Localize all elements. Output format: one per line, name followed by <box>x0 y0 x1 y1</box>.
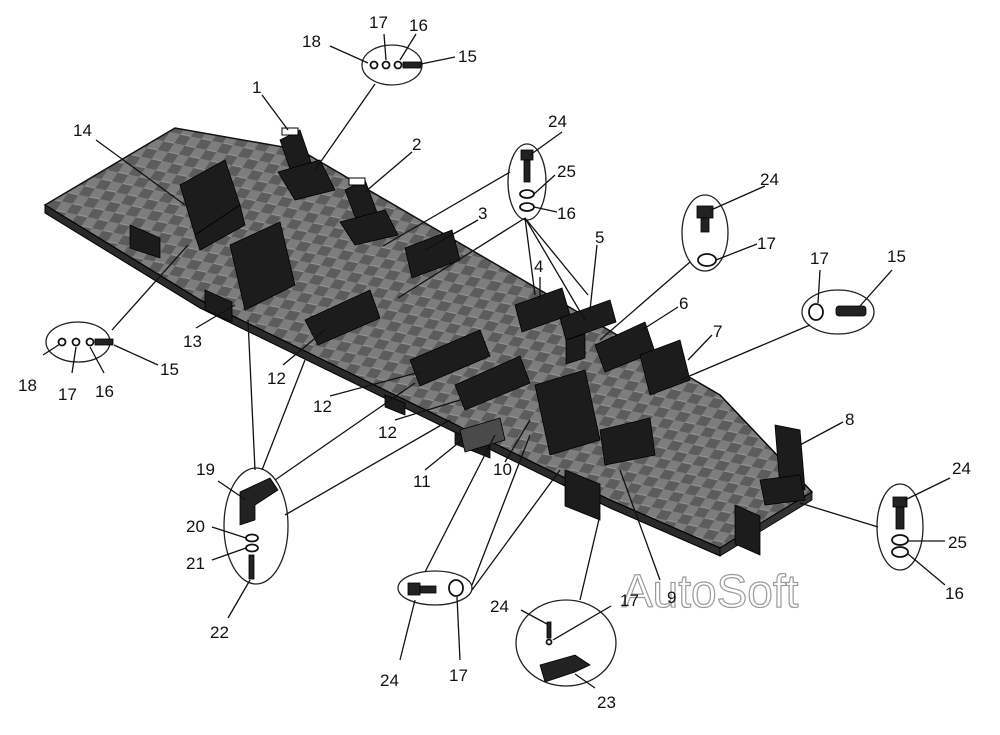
callout-24-e: 24 <box>490 597 509 616</box>
bracket-3 <box>404 229 461 279</box>
callout-24-b: 24 <box>760 170 779 189</box>
seat-brackets <box>179 127 806 506</box>
bracket-13 <box>229 221 296 311</box>
callout-17-e: 17 <box>449 666 468 685</box>
detail-bubble-bolt-a <box>507 143 547 221</box>
callout-12-a: 12 <box>267 369 286 388</box>
callout-17-a: 17 <box>369 13 388 32</box>
callout-25-b: 25 <box>948 533 967 552</box>
callout-15-b: 15 <box>160 360 179 379</box>
callout-17-c: 17 <box>757 234 776 253</box>
callout-17-f: 17 <box>620 591 639 610</box>
callout-8: 8 <box>845 410 854 429</box>
bracket-8 <box>759 424 806 506</box>
detail-bubble-strap <box>515 599 617 687</box>
callout-17-b: 17 <box>58 385 77 404</box>
callout-22: 22 <box>210 623 229 642</box>
callout-24-a: 24 <box>548 112 567 131</box>
callout-24-d: 24 <box>380 671 399 690</box>
bracket-5 <box>559 299 617 365</box>
detail-bubble-bolt-c <box>876 483 924 571</box>
callout-4: 4 <box>534 257 543 276</box>
callout-16-b: 16 <box>95 382 114 401</box>
callout-25-a: 25 <box>557 162 576 181</box>
callout-13: 13 <box>183 332 202 351</box>
callout-18-a: 18 <box>302 32 321 51</box>
bracket-14 <box>179 159 246 251</box>
callout-21: 21 <box>186 554 205 573</box>
floor-plate <box>43 127 814 557</box>
callout-1: 1 <box>252 78 261 97</box>
detail-bubble-bolt-b <box>681 194 729 272</box>
callout-15-a: 15 <box>458 47 477 66</box>
detail-bubble-top <box>361 44 423 86</box>
bracket-10 <box>534 369 656 466</box>
under-brackets <box>129 224 761 556</box>
callout-2: 2 <box>412 135 421 154</box>
callout-11: 11 <box>413 472 431 491</box>
callout-5: 5 <box>595 228 604 247</box>
callout-17-d: 17 <box>810 249 829 268</box>
leader-lines <box>42 33 951 689</box>
callout-12-c: 12 <box>378 423 397 442</box>
callout-9: 9 <box>667 588 676 607</box>
detail-bubble-right <box>801 289 875 335</box>
callout-19: 19 <box>196 460 215 479</box>
bracket-7 <box>639 339 691 396</box>
callout-16-c: 16 <box>557 204 576 223</box>
callout-15-c: 15 <box>887 247 906 266</box>
bracket-1 <box>277 127 336 201</box>
callout-20: 20 <box>186 517 205 536</box>
callout-12-b: 12 <box>313 397 332 416</box>
callout-18-b: 18 <box>18 376 37 395</box>
callout-16-d: 16 <box>945 584 964 603</box>
callout-3: 3 <box>478 204 487 223</box>
detail-bubble-bottom-bolt <box>397 570 473 606</box>
callout-6: 6 <box>679 294 688 313</box>
callout-labels: 1 2 3 4 5 6 7 8 9 10 11 12 12 12 13 14 1… <box>18 13 971 712</box>
callout-23: 23 <box>597 693 616 712</box>
bracket-2 <box>339 177 399 246</box>
callout-10: 10 <box>493 460 512 479</box>
detail-bubble-left <box>45 321 114 363</box>
callout-16-a: 16 <box>409 16 428 35</box>
callout-7: 7 <box>713 322 722 341</box>
bracket-11 <box>459 417 506 453</box>
watermark-text: AutoSoft <box>622 565 799 617</box>
callout-14: 14 <box>73 121 92 140</box>
detail-bubble-clamp <box>223 467 289 585</box>
callout-24-c: 24 <box>952 459 971 478</box>
